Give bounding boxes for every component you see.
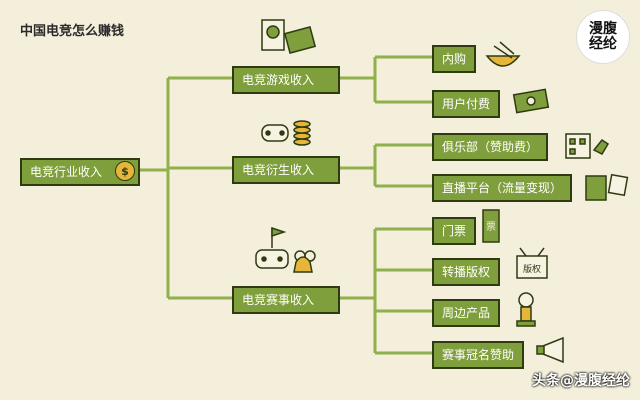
branch-node-3: 电竞赛事收入 [232, 286, 340, 314]
branch-node-3-label: 电竞赛事收入 [242, 293, 315, 307]
trophy-figure-icon [516, 292, 536, 327]
branch-node-2-label: 电竞衍生收入 [242, 163, 315, 177]
gamepad-coins-icon [261, 120, 311, 146]
root-node-label: 电竞行业收入 [30, 165, 103, 179]
leaf-node-b2-1-label: 俱乐部（赞助费） [442, 140, 539, 154]
connectors [140, 55, 432, 355]
live-stream-icon [585, 173, 629, 201]
ticket-icon: 票 [482, 209, 500, 243]
leaf-node-b2-2-label: 直播平台（流量变现） [442, 181, 563, 195]
coin-icon: $ [115, 161, 135, 181]
watermark: 头条@漫腹经纶 [532, 373, 630, 389]
branch-node-1-label: 电竞游戏收入 [242, 73, 315, 87]
tv-copyright-icon: 版权 [516, 247, 548, 279]
noodle-bowl-icon [485, 41, 521, 67]
leaf-node-b2-2: 直播平台（流量变现） [432, 174, 573, 202]
branch-node-1: 电竞游戏收入 [232, 66, 340, 94]
leaf-node-b1-1-label: 内购 [442, 52, 467, 66]
leaf-node-b1-2: 用户付费 [432, 90, 501, 118]
ticket-icon-text: 票 [486, 221, 496, 233]
gamecard-icon [261, 19, 317, 54]
leaf-node-b3-2-label: 转播版权 [442, 265, 491, 279]
megaphone-icon [536, 336, 564, 364]
leaf-node-b1-2-label: 用户付费 [442, 97, 491, 111]
banknote-icon [512, 88, 550, 114]
leaf-node-b3-1: 门票 [432, 217, 477, 245]
leaf-node-b3-2: 转播版权 [432, 258, 501, 286]
leaf-node-b3-3: 周边产品 [432, 299, 501, 327]
branch-node-2: 电竞衍生收入 [232, 156, 340, 184]
leaf-node-b2-1: 俱乐部（赞助费） [432, 133, 549, 161]
tournament-icon [255, 226, 316, 273]
brand-logo: 漫腹经纶 [576, 10, 630, 64]
brand-logo-text: 漫腹经纶 [589, 21, 617, 52]
page-title: 中国电竞怎么赚钱 [20, 24, 125, 39]
club-building-icon [565, 133, 610, 159]
leaf-node-b3-4-label: 赛事冠名赞助 [442, 348, 515, 362]
leaf-node-b3-1-label: 门票 [442, 224, 467, 238]
leaf-node-b3-3-label: 周边产品 [442, 306, 491, 320]
copyright-icon-text: 版权 [523, 263, 541, 275]
leaf-node-b1-1: 内购 [432, 45, 477, 73]
leaf-node-b3-4: 赛事冠名赞助 [432, 341, 525, 369]
